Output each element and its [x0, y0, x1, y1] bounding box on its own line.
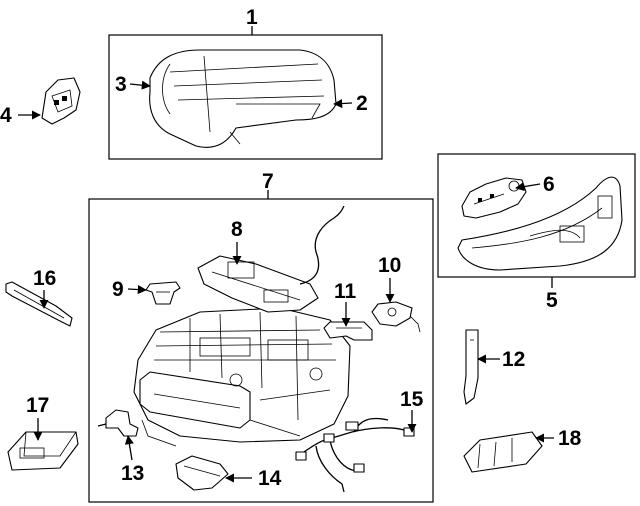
callout-15: 15 — [400, 388, 424, 411]
rail-cover-part[interactable] — [463, 431, 543, 473]
clip-part[interactable] — [145, 281, 181, 305]
side-shield-group-box — [437, 153, 636, 278]
callout-8: 8 — [231, 218, 243, 241]
callout-2: 2 — [356, 92, 368, 115]
guide-bracket-part[interactable] — [463, 329, 479, 405]
callout-7: 7 — [262, 170, 274, 193]
seat-frame-group-box — [88, 198, 434, 503]
module-part[interactable] — [371, 301, 421, 333]
callout-12: 12 — [502, 348, 525, 371]
callout-11: 11 — [334, 280, 357, 303]
seat-switch-part[interactable] — [461, 177, 527, 219]
callout-6: 6 — [543, 173, 555, 196]
seat-frame-assembly-part[interactable] — [133, 307, 351, 447]
callout-1: 1 — [246, 6, 258, 29]
wire-harness-8 — [299, 205, 345, 285]
cushion-cover-group-box — [108, 34, 383, 160]
cover-bracket-part[interactable] — [41, 77, 81, 125]
side-shield-part[interactable] — [457, 176, 623, 271]
cover-plate-part[interactable] — [175, 455, 229, 491]
callout-5: 5 — [546, 289, 558, 312]
cushion-cover-part[interactable] — [149, 49, 337, 148]
sensor-part[interactable] — [97, 409, 139, 437]
callout-14: 14 — [258, 467, 282, 490]
callout-18: 18 — [558, 427, 582, 450]
callout-9: 9 — [112, 278, 124, 301]
track-cover-part[interactable] — [7, 431, 79, 471]
callout-13: 13 — [121, 462, 144, 485]
motor-bracket-part[interactable] — [323, 321, 373, 341]
callout-4: 4 — [0, 104, 12, 127]
callout-10: 10 — [378, 254, 401, 277]
callout-17: 17 — [26, 394, 49, 417]
callout-16: 16 — [33, 267, 56, 290]
leader-lines — [18, 26, 554, 483]
trim-strip-part[interactable] — [5, 281, 73, 327]
callout-3: 3 — [115, 73, 127, 96]
